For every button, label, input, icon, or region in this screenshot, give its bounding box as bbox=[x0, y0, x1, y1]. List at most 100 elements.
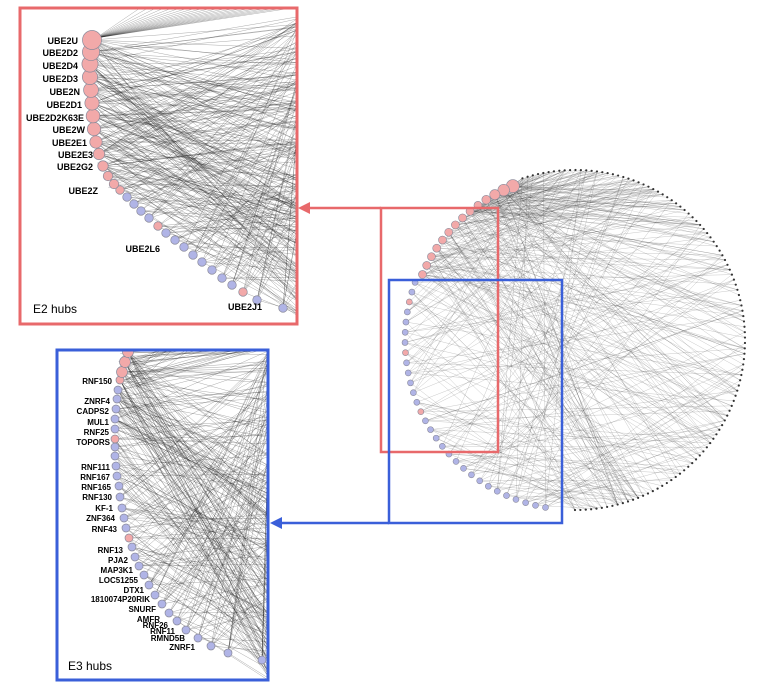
network-edge bbox=[486, 199, 618, 505]
e3-panel-labels: RNF150ZNRF4CADPS2MUL1RNF25TOPORSRNF111RN… bbox=[76, 377, 195, 652]
network-edge bbox=[114, 418, 268, 515]
network-edge bbox=[126, 350, 164, 360]
network-edge bbox=[477, 205, 653, 492]
network-edge bbox=[442, 239, 717, 435]
network-edge bbox=[107, 78, 297, 177]
e2-hub-label: UBE2W bbox=[52, 125, 85, 135]
network-edge bbox=[405, 171, 598, 323]
e3-hub-node bbox=[493, 487, 501, 495]
network-edge bbox=[455, 170, 565, 226]
network-edge bbox=[436, 248, 725, 421]
network-edge bbox=[95, 8, 141, 39]
network-edge bbox=[503, 190, 618, 505]
network-edge bbox=[121, 368, 268, 373]
network-node bbox=[694, 458, 698, 461]
network-edge bbox=[89, 48, 297, 78]
network-edge bbox=[221, 86, 297, 279]
network-edge bbox=[497, 171, 598, 492]
network-node bbox=[698, 454, 701, 457]
network-edge bbox=[512, 185, 704, 452]
network-edge bbox=[455, 170, 582, 462]
network-edge bbox=[470, 211, 701, 226]
e3-hub-label: DTX1 bbox=[124, 586, 145, 595]
e3-panel-nodes bbox=[110, 350, 267, 665]
network-edge bbox=[161, 583, 268, 605]
network-edge bbox=[119, 379, 268, 413]
network-edge bbox=[479, 479, 672, 481]
network-edge bbox=[486, 199, 745, 349]
network-edge bbox=[463, 279, 734, 469]
network-edge bbox=[114, 418, 268, 494]
network-edge bbox=[91, 24, 297, 41]
network-node bbox=[723, 419, 726, 422]
network-edge bbox=[431, 256, 711, 444]
network-edge bbox=[107, 175, 297, 204]
network-edge bbox=[442, 239, 697, 460]
network-edge bbox=[503, 189, 745, 360]
network-node bbox=[678, 472, 682, 475]
network-edge bbox=[506, 495, 602, 509]
network-edge bbox=[422, 274, 744, 317]
network-edge bbox=[92, 22, 297, 117]
network-edge bbox=[95, 8, 149, 39]
network-edge bbox=[201, 215, 297, 263]
network-edge bbox=[116, 360, 268, 400]
network-edge bbox=[506, 495, 634, 500]
e3-hub-node bbox=[111, 404, 121, 414]
network-edge bbox=[415, 282, 732, 406]
network-edge bbox=[456, 461, 681, 474]
network-edge bbox=[471, 255, 723, 475]
network-edge bbox=[154, 350, 268, 596]
network-edge bbox=[256, 225, 297, 301]
network-edge bbox=[126, 34, 297, 198]
e3-hub-node bbox=[114, 481, 124, 491]
e2-hub-node bbox=[92, 147, 106, 161]
network-edge bbox=[436, 237, 711, 439]
network-node bbox=[737, 293, 741, 297]
network-edge bbox=[115, 390, 268, 410]
network-edge bbox=[422, 274, 746, 338]
network-edge bbox=[131, 546, 268, 579]
network-edge bbox=[469, 211, 744, 365]
e2-hub-node bbox=[85, 108, 101, 124]
network-edge bbox=[512, 185, 701, 226]
network-edge bbox=[137, 350, 173, 385]
network-edge bbox=[201, 248, 297, 263]
network-edge bbox=[462, 173, 608, 219]
network-node bbox=[721, 254, 724, 257]
network-edge bbox=[256, 113, 297, 301]
e2-panel-nodes bbox=[81, 30, 288, 313]
network-node bbox=[702, 450, 705, 453]
network-edge bbox=[92, 115, 297, 295]
network-node bbox=[718, 428, 721, 431]
network-edge bbox=[227, 558, 268, 654]
e3-hub-label: SNURF bbox=[128, 605, 156, 614]
e2-hub-label: UBE2D1 bbox=[46, 100, 82, 110]
network-edge bbox=[119, 108, 297, 191]
network-edge bbox=[471, 420, 725, 475]
network-edge bbox=[91, 71, 297, 104]
network-edge bbox=[122, 350, 162, 379]
e3-hub-node bbox=[227, 280, 237, 290]
e3-hub-node bbox=[439, 442, 446, 450]
network-edge bbox=[503, 189, 704, 230]
network-node bbox=[542, 171, 545, 175]
network-edge bbox=[148, 29, 297, 219]
network-edge bbox=[448, 170, 592, 233]
network-edge bbox=[470, 211, 693, 218]
network-edge bbox=[497, 255, 723, 492]
network-edge bbox=[477, 205, 726, 261]
network-edge bbox=[90, 89, 297, 102]
network-edge bbox=[90, 89, 297, 154]
network-node bbox=[595, 507, 598, 510]
network-edge bbox=[462, 217, 618, 505]
e2-hub-label: UBE2D2 bbox=[42, 48, 78, 58]
network-edge bbox=[503, 189, 736, 396]
network-edge bbox=[416, 402, 597, 509]
network-edge bbox=[503, 189, 725, 421]
network-edge bbox=[410, 217, 693, 383]
circular-network bbox=[401, 168, 747, 512]
network-edge bbox=[455, 203, 677, 226]
network-edge bbox=[96, 73, 297, 157]
